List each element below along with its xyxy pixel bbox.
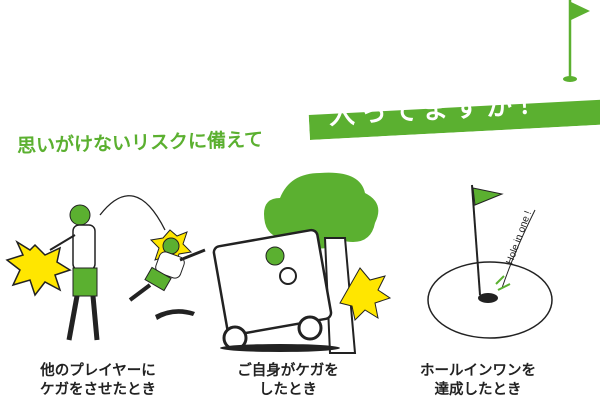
headline-banner: 入ってますか！: [308, 84, 600, 140]
headline-lead: 思いがけないリスクに備えて: [16, 128, 264, 158]
label-line: 達成したとき: [434, 381, 522, 398]
label-line: ホールインワンを: [420, 362, 536, 379]
golfer-hit-by-ball-icon: [5, 195, 206, 341]
scene-label-hole-in-one: ホールインワンを達成したとき: [388, 357, 568, 404]
label-line: ケガをさせたとき: [40, 381, 156, 398]
golf-cart-crash-icon: [212, 172, 392, 354]
label-line: したとき: [259, 381, 317, 398]
hole-in-one-text: Hole in one !: [504, 209, 534, 266]
label-line: ご自身がケガを: [237, 362, 339, 379]
scene-label-injure-other: 他のプレイヤーにケガをさせたとき: [8, 357, 188, 404]
golf-flag-icon: [563, 0, 590, 82]
hole-in-one-icon: Hole in one !: [427, 184, 553, 339]
label-line: 他のプレイヤーに: [40, 362, 156, 379]
scene-label-self-injury: ご自身がケガをしたとき: [198, 357, 378, 404]
